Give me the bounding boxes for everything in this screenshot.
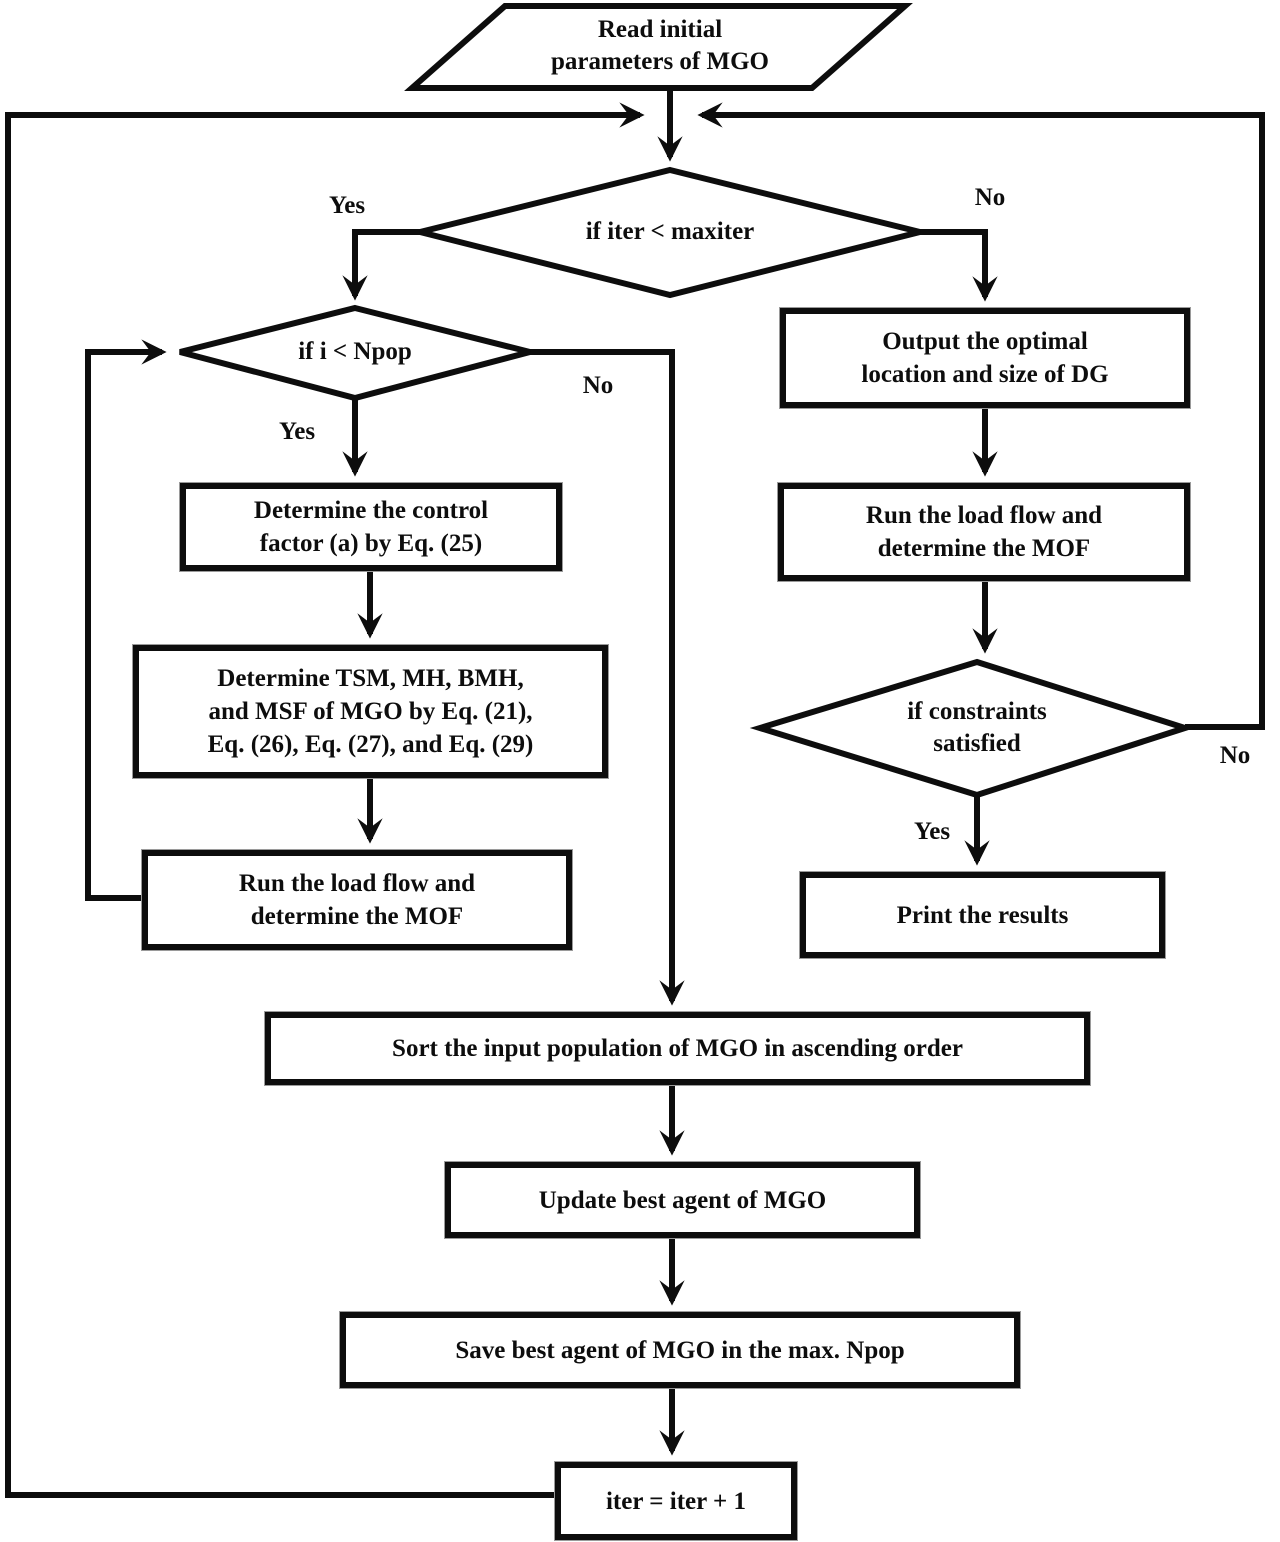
- decision-constraints-shape: [749, 658, 1195, 799]
- process-save-best-line1: Save best agent of MGO in the max. Npop: [455, 1336, 905, 1364]
- process-load-flow-right-line1: Run the load flow and: [865, 502, 1103, 529]
- decision-constraints-text: if constraints satisfied: [825, 695, 1129, 761]
- process-iter-increment: iter = iter + 1: [555, 1462, 797, 1540]
- process-control-factor-line1: Determine the control: [253, 497, 489, 524]
- edge-npop-no-to-sort: [530, 349, 685, 1006]
- process-sort-population-line1: Sort the input population of MGO in asce…: [392, 1035, 963, 1062]
- process-print-results-line1: Print the results: [896, 901, 1069, 929]
- process-update-best: Update best agent of MGO: [445, 1162, 920, 1238]
- edge-load-flow-left-to-npop-check: [85, 339, 167, 901]
- process-control-factor-line2: factor (a) by Eq. (25): [259, 530, 483, 557]
- decision-npop-shape: [179, 304, 531, 402]
- process-determine-tsm: Determine TSM, MH, BMH, and MSF of MGO b…: [133, 645, 608, 778]
- edge-iter-no-to-output: [920, 229, 998, 302]
- process-load-flow-left-line2: determine the MOF: [250, 903, 464, 930]
- decision-npop-line1: if i < Npop: [298, 337, 412, 365]
- label-npop-yes: Yes: [278, 418, 316, 445]
- process-control-factor: Determine the control factor (a) by Eq. …: [180, 483, 562, 571]
- io-read-params-line2: parameters of MGO: [551, 48, 769, 75]
- decision-iter-text: if iter < maxiter: [470, 214, 870, 250]
- label-iter-no: No: [974, 184, 1006, 211]
- label-iter-yes: Yes: [328, 192, 366, 219]
- edge-iter-increment-to-merge: [5, 102, 645, 1498]
- label-constraints-no: No: [1219, 742, 1251, 769]
- process-load-flow-left: Run the load flow and determine the MOF: [142, 850, 572, 950]
- io-read-params-line1: Read initial: [597, 15, 723, 43]
- label-npop-no: No: [582, 372, 614, 399]
- io-read-params-text: Read initial parameters of MGO: [460, 10, 860, 82]
- process-output-dg-line1: Output the optimal: [882, 328, 1088, 355]
- process-load-flow-left-line1: Run the load flow and: [238, 870, 476, 897]
- process-determine-tsm-line2: and MSF of MGO by Eq. (21),: [208, 698, 533, 725]
- process-update-best-line1: Update best agent of MGO: [538, 1186, 827, 1214]
- label-constraints-yes: Yes: [913, 818, 951, 845]
- io-read-params-shape: [404, 3, 913, 91]
- process-output-dg: Output the optimal location and size of …: [780, 308, 1190, 408]
- process-load-flow-right-line2: determine the MOF: [877, 535, 1091, 562]
- edge-iter-yes-to-npop-check: [342, 229, 420, 301]
- process-output-dg-line2: location and size of DG: [861, 361, 1109, 388]
- decision-constraints-line1: if constraints: [907, 697, 1047, 725]
- process-load-flow-right: Run the load flow and determine the MOF: [778, 483, 1190, 581]
- decision-iter-line1: if iter < maxiter: [585, 217, 755, 245]
- process-determine-tsm-line1: Determine TSM, MH, BMH,: [217, 665, 524, 692]
- process-sort-population: Sort the input population of MGO in asce…: [265, 1012, 1090, 1085]
- process-print-results: Print the results: [800, 872, 1165, 958]
- process-iter-increment-line1: iter = iter + 1: [605, 1487, 746, 1515]
- edge-constraints-no-to-merge: [697, 102, 1265, 730]
- decision-npop-text: if i < Npop: [205, 334, 505, 370]
- process-save-best: Save best agent of MGO in the max. Npop: [340, 1312, 1020, 1388]
- process-determine-tsm-line3: Eq. (26), Eq. (27), and Eq. (29): [207, 731, 534, 758]
- decision-iter-shape: [419, 166, 921, 299]
- decision-constraints-line2: satisfied: [933, 730, 1021, 757]
